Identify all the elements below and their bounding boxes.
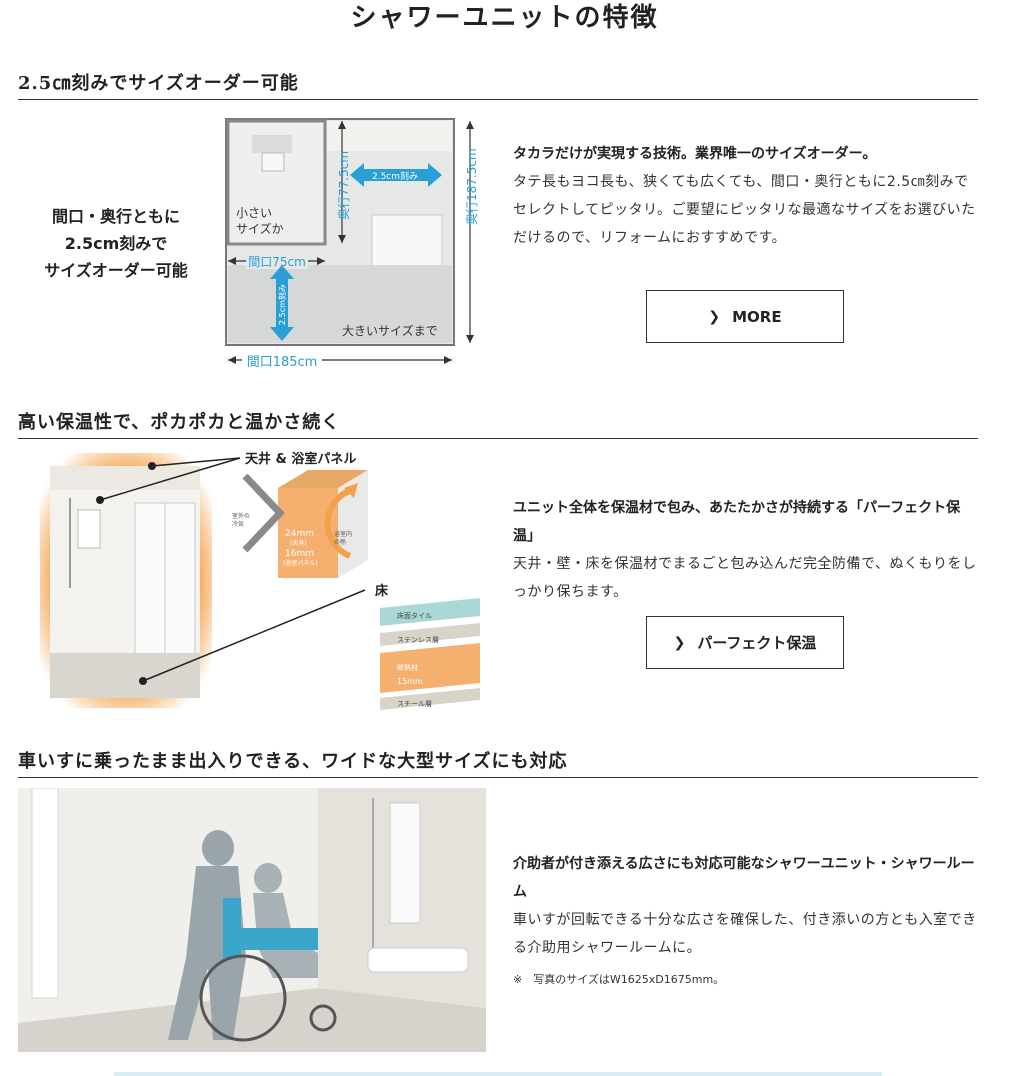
small-size-label-line2: サイズか [236, 221, 284, 236]
insulation-lead: ユニット全体を保温材で包み、あたたかさが持続する「パーフェクト保温」 [513, 500, 961, 544]
inside-keep-label-line2: の熱 [334, 538, 346, 546]
floor-label: 床 [375, 583, 389, 599]
perfect-warmth-button-label: パーフェクト保温 [697, 634, 817, 652]
step-horizontal-arrow [350, 163, 442, 187]
panel-24-label: 24mm [285, 529, 314, 539]
size-order-caption: 間口・奥行ともに 2.5cm刻みで サイズオーダー可能 [26, 203, 206, 284]
wheelchair-shower-photo [18, 788, 486, 1052]
depth-small-label: 奥行77.5cm [337, 151, 351, 220]
width-small-label: 間口75cm [248, 255, 306, 269]
wheelchair-lead: 介助者が付き添える広さにも対応可能なシャワーユニット・シャワールーム [513, 856, 975, 900]
section-heading-wheelchair: 車いすに乗ったまま出入りできる、ワイドな大型サイズにも対応 [18, 748, 978, 778]
ceiling-wall-label: 天井 & 浴室パネル [245, 451, 356, 467]
section-heading-size-order: 2.5㎝刻みでサイズオーダー可能 [18, 70, 978, 100]
step-vertical-label: 2.5cm刻み [277, 284, 287, 325]
large-size-label: 大きいサイズまで [342, 323, 438, 338]
outside-cold-label-line1: 室外の [232, 512, 250, 520]
perfect-warmth-button[interactable]: ❯ パーフェクト保温 [646, 616, 844, 669]
panel-16-label: 16mm [285, 549, 314, 559]
caption-line: サイズオーダー可能 [44, 261, 188, 280]
more-button[interactable]: ❯ MORE [646, 290, 844, 343]
size-order-diagram: 奥行77.5cm 奥行187.5cm 2.5cm刻み 間口75cm 2.5cm刻… [225, 118, 479, 370]
inside-keep-label-line1: 浴室内 [334, 530, 352, 538]
bottom-divider [114, 1072, 882, 1076]
size-order-body: タテ長もヨコ長も、狭くても広くても、間口・奥行ともに2.5㎝刻みでセレクトしてピ… [513, 174, 976, 246]
layer-stainless-label: ステンレス層 [397, 636, 439, 644]
outside-cold-label-line2: 冷気 [232, 520, 244, 528]
insulation-copy: ユニット全体を保温材で包み、あたたかさが持続する「パーフェクト保温」 天井・壁・… [513, 494, 978, 606]
insulation-body: 天井・壁・床を保温材でまるごと包み込んだ完全防備で、ぬくもりをしっかり保ちます。 [513, 556, 977, 600]
chevron-right-icon: ❯ [673, 634, 686, 651]
more-button-label: MORE [732, 307, 782, 326]
page-title: シャワーユニットの特徴 [350, 3, 659, 33]
panel-16-sub-label: (浴室パネル) [283, 559, 318, 567]
caption-line: 2.5cm刻みで [64, 234, 168, 253]
wheelchair-copy: 介助者が付き添える広さにも対応可能なシャワーユニット・シャワールーム 車いすが回… [513, 850, 978, 990]
layer-15mm-label: 15mm [397, 677, 423, 686]
small-size-label-line1: 小さい [236, 206, 272, 220]
panel-24-sub-label: (天井) [290, 539, 307, 547]
size-order-copy: タカラだけが実現する技術。業界唯一のサイズオーダー。 タテ長もヨコ長も、狭くても… [513, 140, 978, 252]
insulation-diagram: 天井 & 浴室パネル 床 24mm (天井) 16mm (浴室パネル) 室外の … [40, 451, 480, 710]
layer-steel-label: スチール層 [397, 700, 432, 708]
depth-large-label: 奥行187.5cm [465, 148, 479, 225]
photo-size-note: ※ 写真のサイズはW1625xD1675mm。 [513, 973, 725, 986]
section-heading-insulation: 高い保温性で、ポカポカと温かさ続く [18, 409, 978, 439]
width-large-label: 間口185cm [247, 355, 318, 370]
caption-line: 間口・奥行ともに [51, 207, 180, 226]
chevron-right-icon: ❯ [708, 308, 721, 325]
wheelchair-body: 車いすが回転できる十分な広さを確保した、付き添いの方とも入室できる介助用シャワー… [513, 912, 977, 956]
layer-tile-label: 床面タイル [397, 611, 432, 620]
size-order-lead: タカラだけが実現する技術。業界唯一のサイズオーダー。 [513, 146, 877, 162]
step-horizontal-label: 2.5cm刻み [372, 170, 418, 182]
layer-insulation-label: 断熱材 [397, 663, 418, 672]
step-vertical-arrow [270, 265, 294, 341]
